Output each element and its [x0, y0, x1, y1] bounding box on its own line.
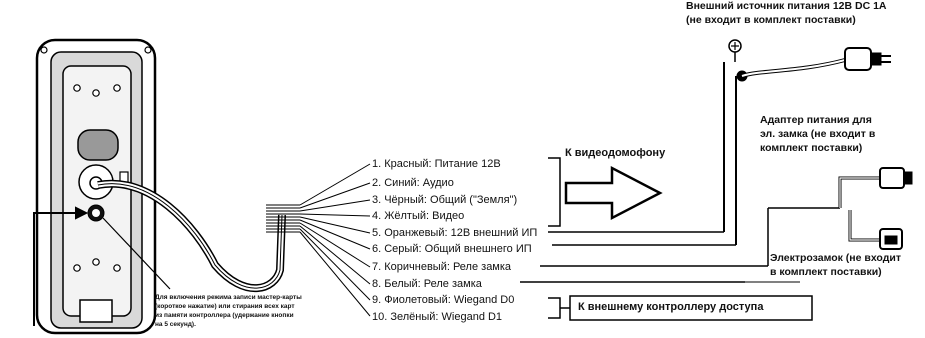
wire-label-6: 6. Серый: Общий внешнего ИП [372, 243, 532, 255]
lock-wiring [520, 167, 913, 283]
power-supply-title: Внешний источник питания 12В DC 1A [686, 0, 887, 12]
controller-label: К внешнему контроллеру доступа [578, 301, 764, 313]
wire-label-1: 1. Красный: Питание 12В [372, 158, 501, 170]
lock-adapter-line1: Адаптер питания для [760, 114, 872, 126]
wire-fan [266, 163, 371, 317]
button-note-line2: (короткое нажатие) или стирания всех кар… [155, 303, 295, 310]
button-note-line4: на 5 секунд). [155, 321, 196, 328]
wire-label-10: 10. Зелёный: Wiegand D1 [372, 311, 503, 323]
lock-line1: Электрозамок (не входит [770, 252, 901, 264]
intercom-label: К видеодомофону [565, 147, 666, 159]
wire-label-5: 5. Оранжевый: 12В внешний ИП [372, 227, 538, 239]
wire-label-8: 8. Белый: Реле замка [372, 278, 482, 290]
power-supply-note: (не входит в комплект поставки) [686, 14, 856, 26]
intercom-arrow [548, 157, 663, 227]
wire-label-9: 9. Фиолетовый: Wiegand D0 [372, 294, 515, 306]
lock-adapter-line3: комплект поставки) [760, 142, 863, 154]
power-supply-wiring [548, 39, 891, 246]
main-cable [97, 179, 286, 293]
button-note-line1: Для включения режима записи мастер-карты [155, 294, 302, 301]
button-note-line3: из памяти контроллера (удержание кнопки [155, 312, 294, 319]
lock-adapter-line2: эл. замка (не входит в [760, 128, 876, 140]
wire-label-7: 7. Коричневый: Реле замка [372, 261, 512, 273]
wiegand-brace [548, 295, 813, 321]
screw-holes [73, 84, 121, 272]
wire-label-2: 2. Синий: Аудио [372, 177, 454, 189]
lock-line2: в комплект поставки) [770, 266, 882, 278]
wire-label-4: 4. Жёлтый: Видео [372, 210, 465, 222]
button-pointer [33, 206, 171, 326]
wire-label-3: 3. Чёрный: Общий ("Земля") [372, 194, 518, 206]
